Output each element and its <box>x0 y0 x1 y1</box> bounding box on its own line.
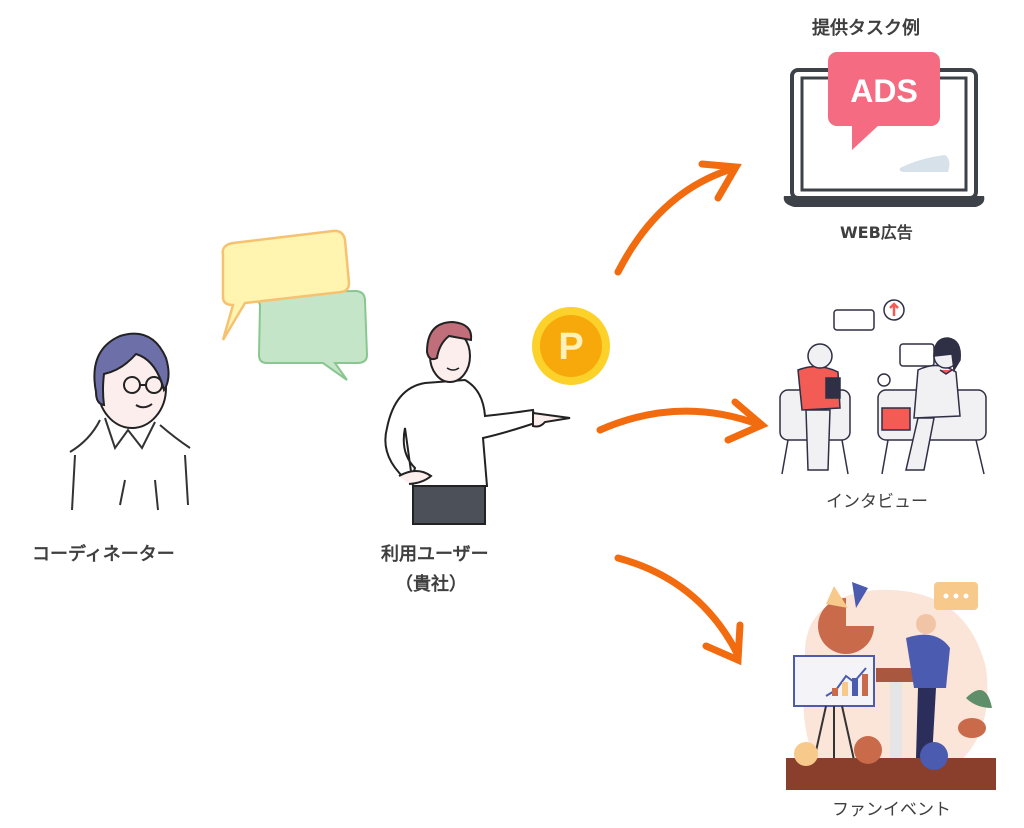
user-label-company: （貴社） <box>395 574 467 595</box>
task-label-fan-event: ファンイベント <box>832 800 951 820</box>
laptop-ads-illustration: ADS <box>783 52 985 207</box>
coordinator-label: コーディネーター <box>32 544 175 565</box>
task-label-web-ad: WEB広告 <box>840 223 913 242</box>
arrow-to-interview <box>596 398 769 444</box>
arrow-to-fan-event <box>614 554 744 666</box>
section-title: 提供タスク例 <box>812 18 920 39</box>
coin-letter: P <box>558 326 583 368</box>
ads-text: ADS <box>850 73 918 109</box>
conversation-bubbles-icon <box>221 229 369 381</box>
fan-event-illustration <box>786 582 996 790</box>
user-label: 利用ユーザー <box>381 544 489 565</box>
ads-speech-bubble <box>828 52 940 150</box>
task-label-interview: インタビュー <box>826 492 928 512</box>
user-illustration <box>384 320 571 525</box>
point-coin-icon: P <box>532 307 610 385</box>
arrow-to-web-ad <box>614 160 742 276</box>
coordinator-illustration <box>69 332 191 511</box>
interview-illustration <box>779 299 987 475</box>
